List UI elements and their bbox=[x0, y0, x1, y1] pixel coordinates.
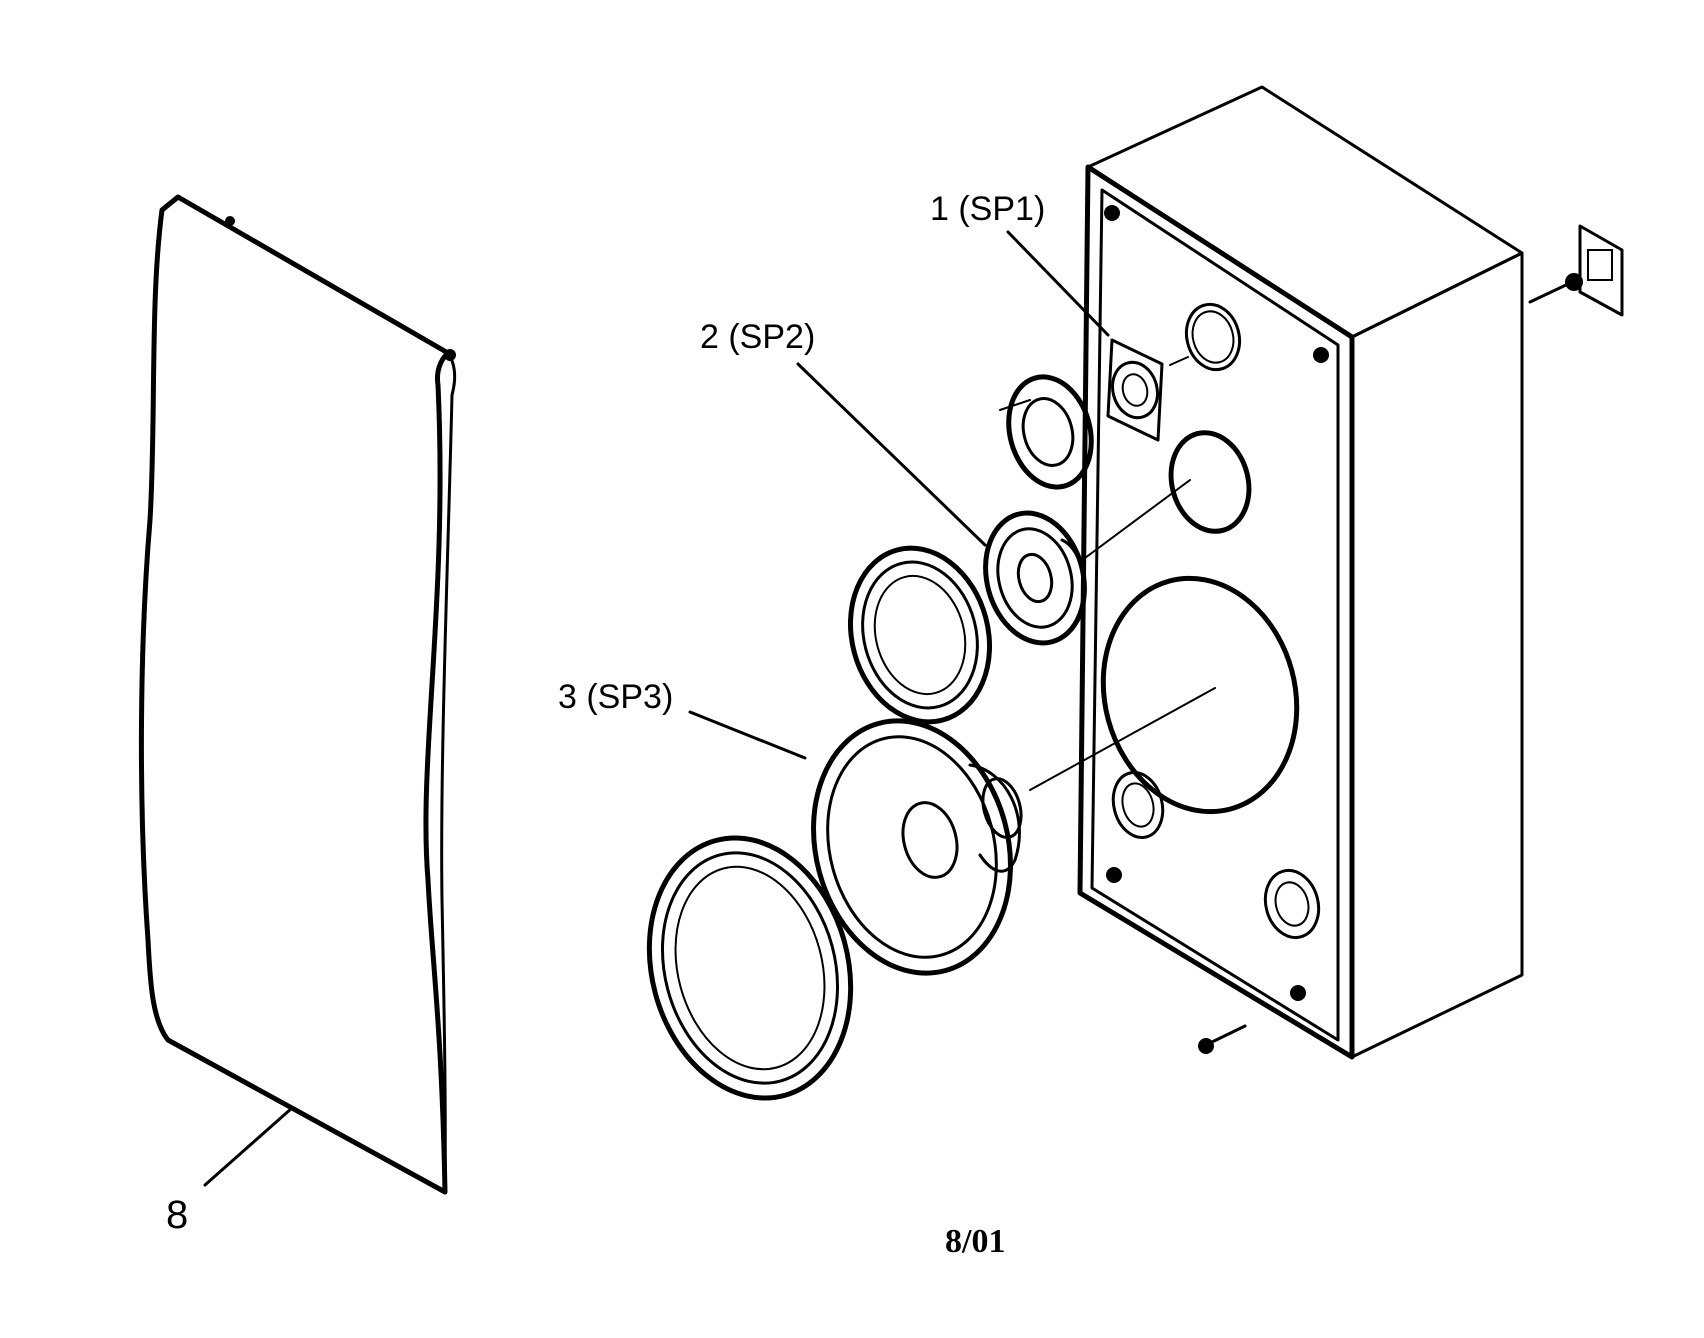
rear-terminal-block bbox=[1528, 224, 1624, 317]
speaker-cabinet bbox=[1077, 85, 1524, 1060]
midrange-sp2 bbox=[983, 479, 1191, 646]
sp1-leader-line bbox=[1006, 230, 1110, 337]
sp1-callout: 1 (SP1) bbox=[930, 190, 1045, 228]
sp3-leader-line bbox=[688, 710, 807, 760]
sp1-mounting-ring bbox=[999, 374, 1094, 490]
sp2-leader-line bbox=[796, 362, 987, 547]
tweeter-sp1 bbox=[1106, 338, 1189, 442]
sp3-mounting-ring bbox=[646, 835, 854, 1101]
mounting-screw bbox=[1198, 1024, 1247, 1054]
woofer-sp3 bbox=[811, 687, 1216, 976]
sp2-mounting-ring bbox=[847, 545, 993, 725]
grille-leader-line bbox=[203, 1106, 294, 1187]
revision-date: 8/01 bbox=[945, 1223, 1005, 1260]
grille-callout: 8 bbox=[166, 1193, 188, 1237]
sp2-callout: 2 (SP2) bbox=[700, 318, 815, 356]
grille-panel bbox=[138, 194, 457, 1195]
sp3-callout: 3 (SP3) bbox=[558, 678, 673, 716]
